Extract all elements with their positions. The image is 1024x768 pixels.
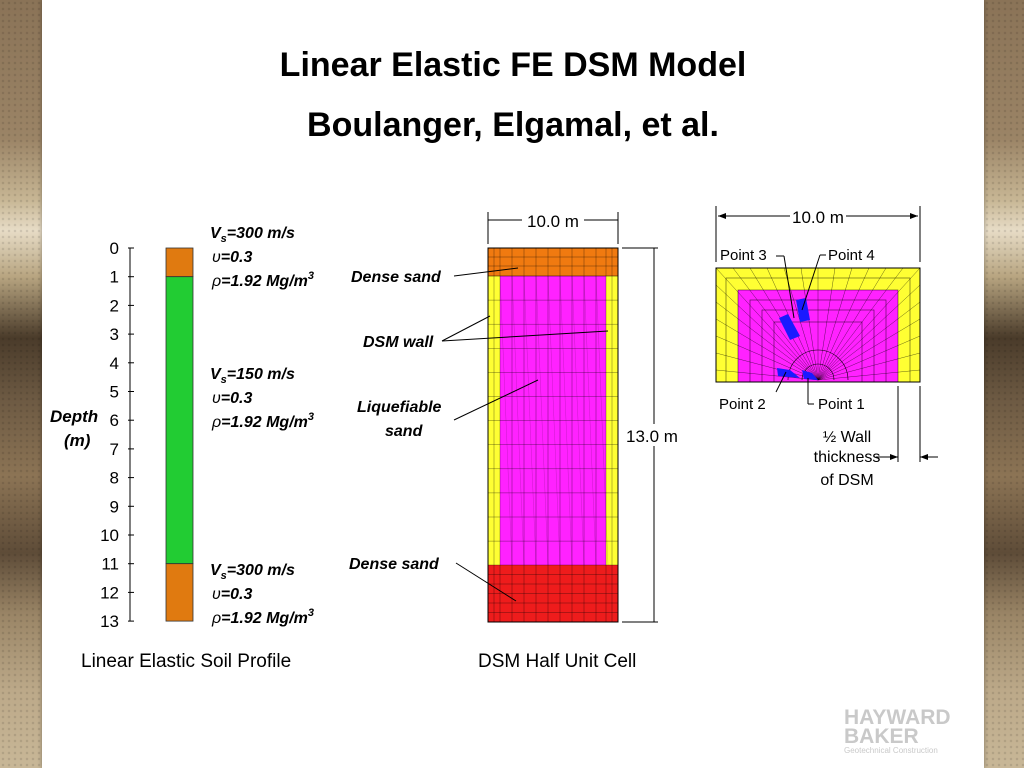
- layer-properties-block: Vs=150 m/s υ=0.3 ρ=1.92 Mg/m3: [210, 366, 314, 431]
- mass-density: ρ=1.92 Mg/m3: [211, 270, 314, 290]
- depth-tick-label: 4: [110, 354, 119, 373]
- point-4-element: [796, 298, 810, 322]
- half-wall-label-1: ½ Wall: [823, 429, 871, 446]
- depth-tick-label: 11: [101, 555, 119, 574]
- depth-axis-label: Depth: [50, 407, 98, 426]
- dsm-wall-label: DSM wall: [363, 334, 434, 351]
- poisson-ratio: υ=0.3: [212, 586, 252, 603]
- point-1-element: [802, 370, 818, 380]
- layer-properties-block: Vs=300 m/s υ=0.3 ρ=1.92 Mg/m3: [210, 225, 314, 290]
- depth-tick-label: 12: [100, 583, 119, 602]
- shear-wave-velocity: Vs=150 m/s: [210, 366, 295, 386]
- cell-width-label: 10.0 m: [527, 212, 579, 231]
- liquefiable-sand-label-1: Liquefiable: [357, 399, 442, 416]
- point-3-label: Point 3: [720, 247, 767, 264]
- mass-density: ρ=1.92 Mg/m3: [211, 411, 314, 431]
- point-4-label: Point 4: [828, 247, 875, 264]
- depth-tick-label: 1: [110, 268, 119, 287]
- logo-line-1: HAYWARD: [844, 706, 951, 729]
- dense-sand-top-label: Dense sand: [351, 269, 442, 286]
- soil-layer: [165, 247, 194, 278]
- liquefiable-sand-label-2: sand: [385, 423, 424, 440]
- point-2-label: Point 2: [719, 396, 766, 413]
- layer-properties-block: Vs=300 m/s υ=0.3 ρ=1.92 Mg/m3: [210, 562, 314, 627]
- logo-line-2: BAKER: [844, 725, 919, 748]
- point-3-element: [779, 314, 800, 340]
- slide: Linear Elastic FE DSM Model Boulanger, E…: [42, 0, 984, 768]
- shear-wave-velocity: Vs=300 m/s: [210, 562, 295, 582]
- depth-tick-label: 5: [110, 383, 119, 402]
- depth-tick-label: 6: [110, 411, 119, 430]
- depth-tick-label: 13: [100, 612, 119, 631]
- point-2-element: [777, 368, 800, 378]
- depth-tick-label: 7: [110, 440, 119, 459]
- dense-sand-bottom-label: Dense sand: [349, 556, 440, 573]
- mass-density: ρ=1.92 Mg/m3: [211, 607, 314, 627]
- slide-title: Linear Elastic FE DSM Model: [279, 46, 747, 84]
- dsm-half-unit-cell: 10.0 m 13.0 m Dense sand DSM wall Liquef…: [349, 212, 678, 623]
- point-1-label: Point 1: [818, 396, 865, 413]
- cell-height-label: 13.0 m: [626, 427, 678, 446]
- poisson-ratio: υ=0.3: [212, 249, 252, 266]
- logo-tagline: Geotechnical Construction: [844, 746, 938, 755]
- depth-tick-label: 3: [110, 325, 119, 344]
- dsm-cell-caption: DSM Half Unit Cell: [478, 651, 637, 672]
- depth-tick-label: 8: [110, 469, 119, 488]
- soil-layers: [165, 247, 194, 622]
- fe-mesh: [487, 247, 619, 623]
- plan-width-label: 10.0 m: [792, 208, 844, 227]
- soil-layer: [165, 276, 194, 565]
- soil-profile-caption: Linear Elastic Soil Profile: [81, 651, 292, 672]
- depth-tick-label: 0: [110, 239, 119, 258]
- slide-subtitle: Boulanger, Elgamal, et al.: [307, 106, 719, 144]
- soil-layer: [165, 563, 194, 622]
- depth-tick-label: 10: [100, 526, 119, 545]
- depth-tick-label: 9: [110, 497, 119, 516]
- plan-view-mesh: 10.0 m Point 3 Point 4 Point 2 Point 1: [715, 206, 938, 489]
- poisson-ratio: υ=0.3: [212, 390, 252, 407]
- dense-sand-top-zone: [488, 248, 618, 276]
- half-wall-label-2: thickness: [814, 449, 881, 466]
- company-logo: HAYWARD BAKER Geotechnical Construction: [844, 706, 984, 758]
- shear-wave-velocity: Vs=300 m/s: [210, 225, 295, 245]
- depth-axis-unit: (m): [64, 431, 91, 450]
- depth-tick-label: 2: [110, 296, 119, 315]
- half-wall-label-3: of DSM: [820, 472, 873, 489]
